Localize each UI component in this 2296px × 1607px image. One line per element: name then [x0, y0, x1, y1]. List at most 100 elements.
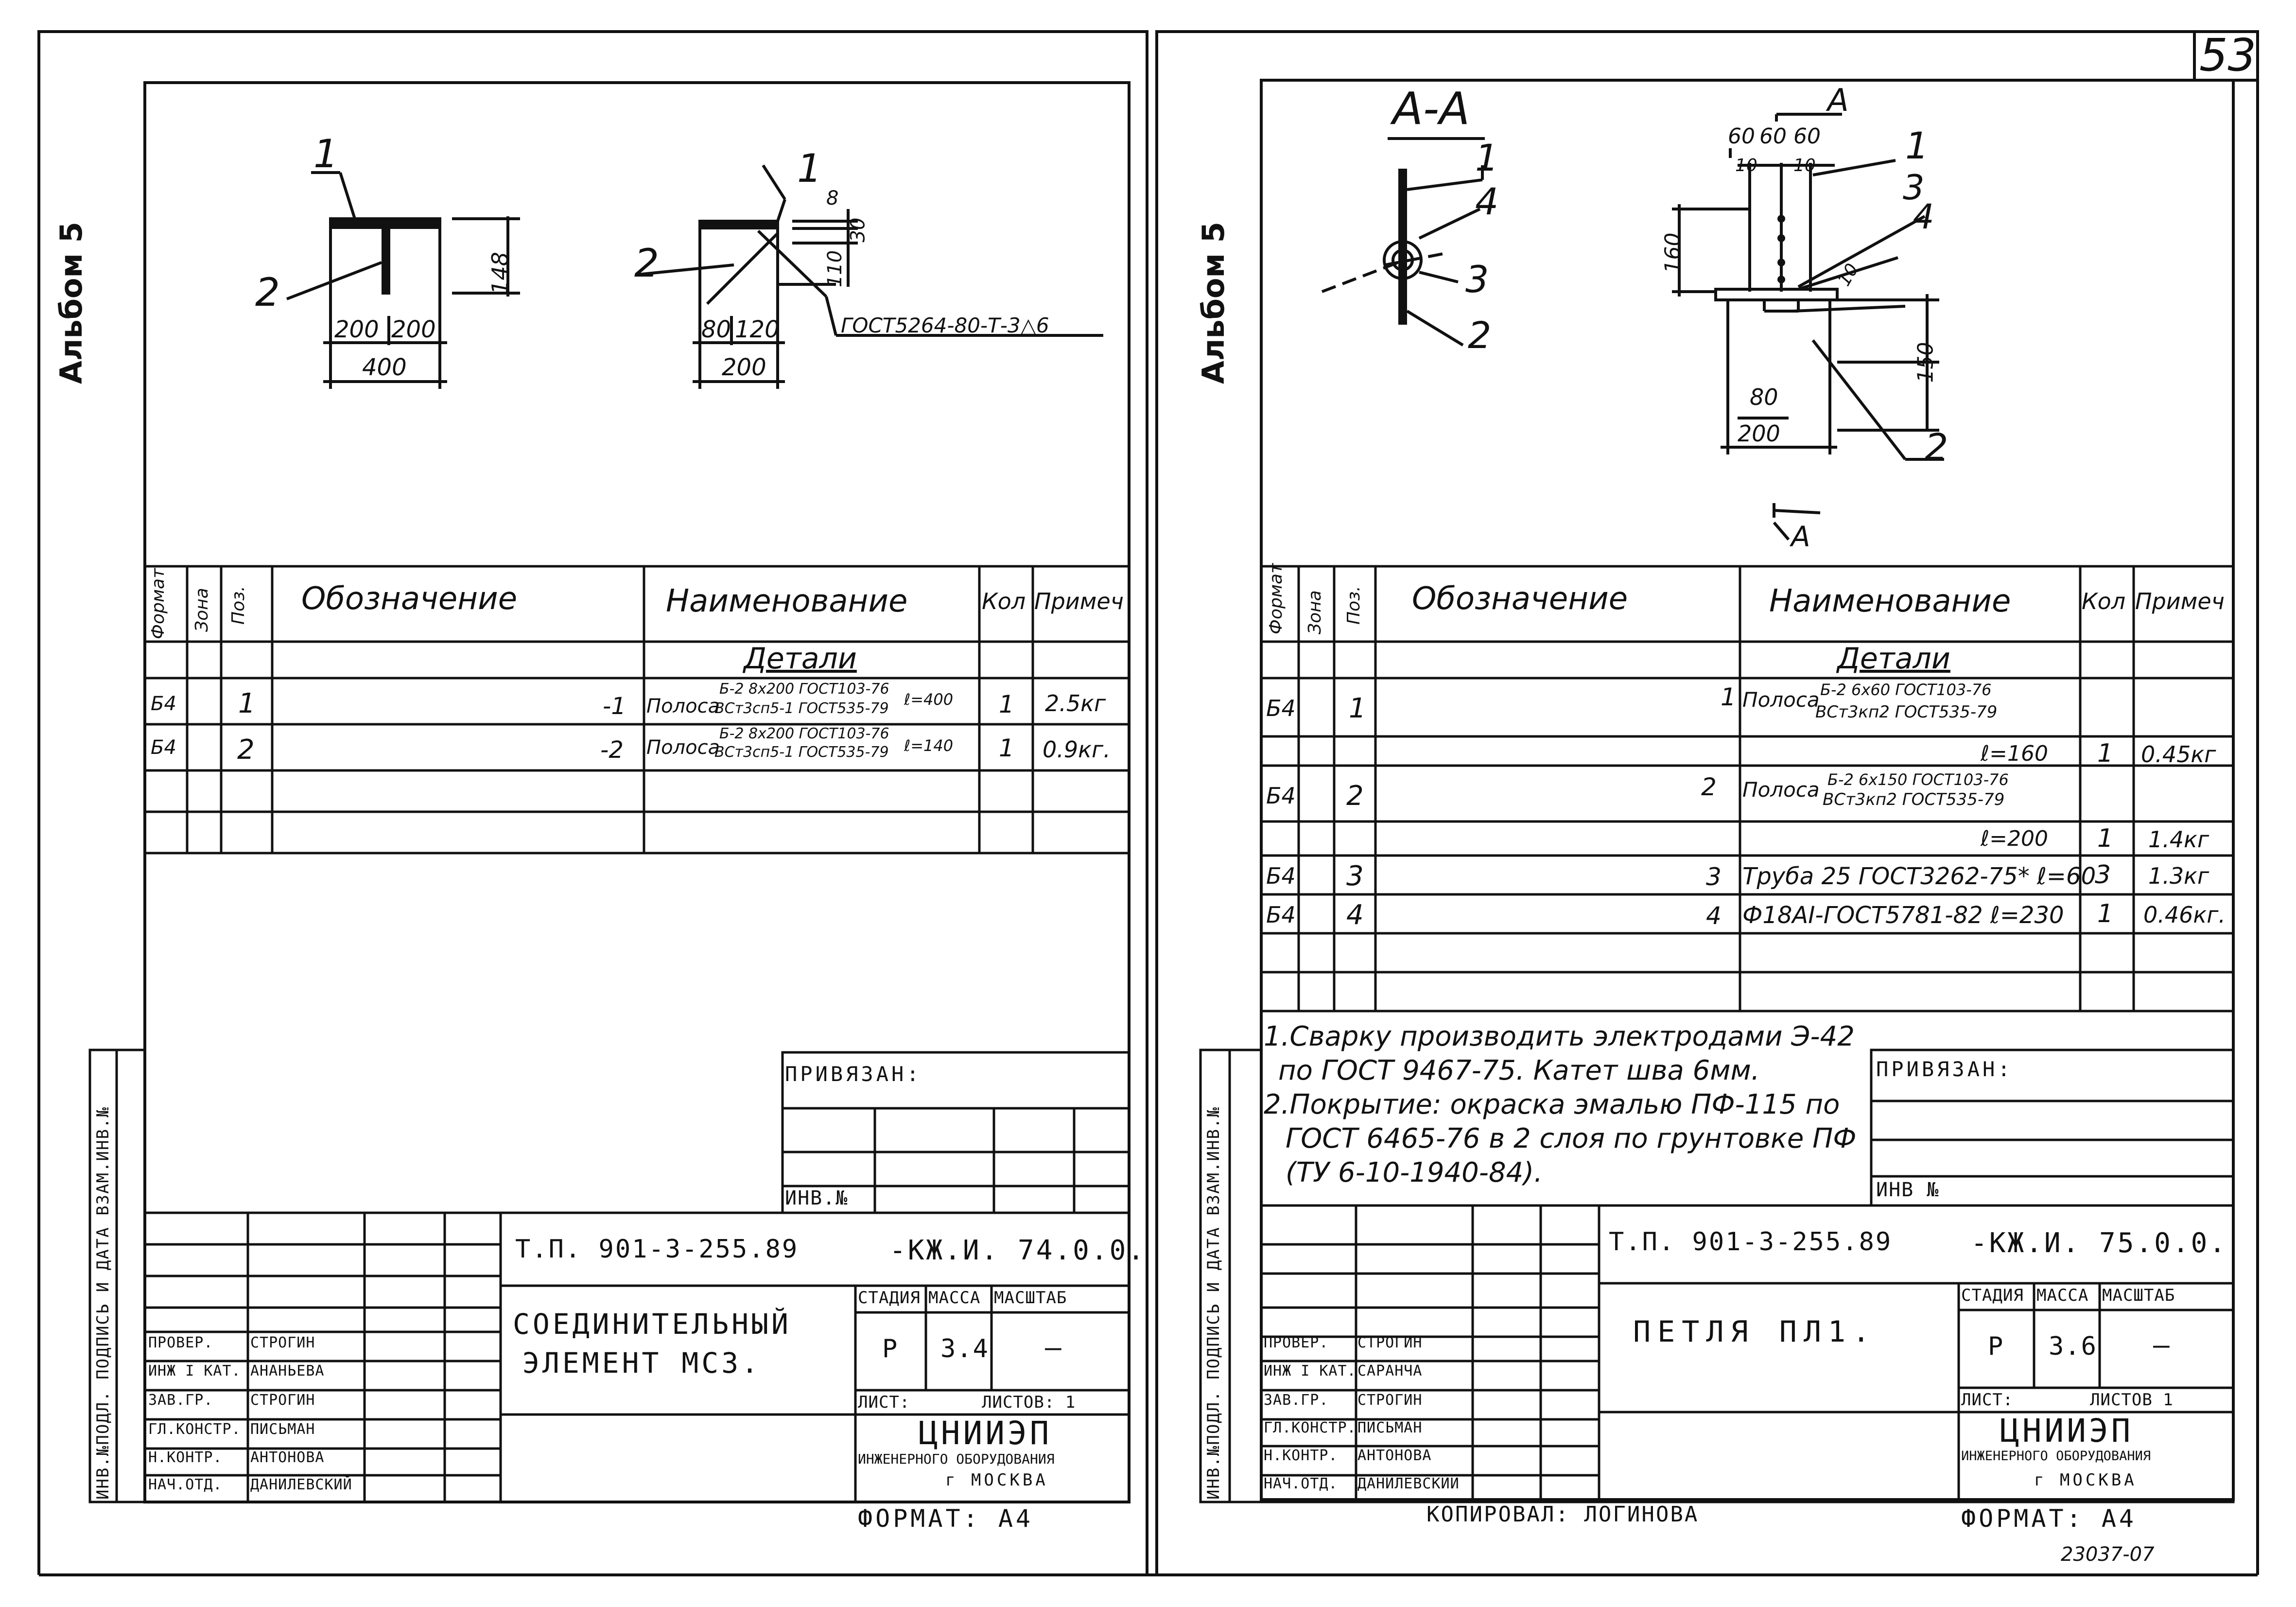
- right-name-4: ПИСЬМАН: [1357, 1419, 1423, 1436]
- left-role-1: ПРОВЕР.: [148, 1334, 213, 1351]
- left-dim-200c: 200: [722, 354, 766, 381]
- left-org: ЦНИИЭП: [919, 1415, 1052, 1452]
- right-name-2: САРАНЧА: [1357, 1362, 1423, 1380]
- left-dim-8: 8: [826, 187, 839, 210]
- left-side-view: [636, 164, 1103, 389]
- left-album-label: Альбом 5: [53, 222, 89, 384]
- left-row1-pos: 1: [238, 688, 256, 719]
- left-spec-section: Детали: [744, 642, 857, 676]
- right-doc-code: Т.П. 901-3-255.89: [1609, 1227, 1893, 1257]
- left-weld-note: ГОСТ5264-80-Т-3△6: [841, 314, 1049, 337]
- right-row1-format: Б4: [1266, 695, 1296, 721]
- left-row2-spec-top: Б-2 8х200 ГОСТ103-76: [719, 725, 889, 742]
- left-row1-spec-top: Б-2 8х200 ГОСТ103-76: [719, 681, 889, 698]
- right-row1-qty: 1: [2097, 739, 2114, 768]
- left-dim-148: 148: [487, 252, 513, 295]
- left-city: г МОСКВА: [945, 1470, 1048, 1490]
- left-name-6: ДАНИЛЕВСКИЙ: [250, 1476, 352, 1493]
- left-row1-format: Б4: [151, 693, 176, 715]
- right-el-p4: 4: [1913, 197, 1934, 237]
- left-name-1: СТРОГИН: [250, 1334, 315, 1351]
- left-row2-len: ℓ=140: [904, 736, 954, 755]
- right-section-aa: [1321, 137, 1485, 347]
- left-mass-label: МАССА: [928, 1288, 981, 1308]
- left-stage: Р: [882, 1334, 901, 1363]
- left-title-line1: СОЕДИНИТЕЛЬНЫЙ: [513, 1308, 791, 1341]
- left-dim-30: 30: [847, 217, 870, 243]
- left-title-line2: ЭЛЕМЕНТ МС3.: [522, 1346, 762, 1380]
- right-dim-60a: 60: [1728, 124, 1755, 149]
- right-row2-note: 1.4кг: [2148, 826, 2209, 853]
- left-privyazan: ПРИВЯЗАН:: [785, 1062, 922, 1086]
- right-row2-qty: 1: [2097, 824, 2114, 853]
- left-name-5: АНТОНОВА: [250, 1449, 325, 1466]
- left-row2-pos: 2: [237, 734, 255, 766]
- right-row2-pos: 2: [1346, 780, 1364, 812]
- right-row1-designation: 1: [1721, 683, 1736, 711]
- left-format: ФОРМАТ: А4: [858, 1504, 1034, 1533]
- right-sec-p3: 3: [1465, 258, 1489, 301]
- right-section-label: А-А: [1392, 83, 1470, 135]
- right-role-2: ИНЖ I КАТ.: [1264, 1362, 1357, 1380]
- right-copied: КОПИРОВАЛ: ЛОГИНОВА: [1426, 1502, 1699, 1527]
- right-cut-bottom: А: [1791, 520, 1810, 553]
- left-role-5: Н.КОНТР.: [148, 1449, 223, 1466]
- note-line-5: (ТУ 6-10-1940-84).: [1286, 1157, 1543, 1188]
- left-dim-200a: 200: [334, 316, 379, 343]
- right-row3-qty: 3: [2095, 860, 2111, 890]
- right-row2-len: ℓ=200: [1981, 826, 2049, 851]
- left-dim-110: 110: [824, 250, 847, 288]
- left-part1-callout: 1: [313, 131, 338, 176]
- left-hdr-pos: Поз.: [228, 586, 248, 625]
- left-side-part1: 1: [797, 146, 822, 191]
- right-row4-name: Ф18АI-ГОСТ5781-82 ℓ=230: [1742, 902, 2064, 929]
- left-hdr-zone: Зона: [192, 588, 212, 632]
- right-org-sub: ИНЖЕНЕРНОГО ОБОРУДОВАНИЯ: [1961, 1449, 2151, 1464]
- right-el-p1: 1: [1905, 124, 1929, 167]
- left-dim-120: 120: [735, 316, 780, 343]
- left-part2-callout: 2: [255, 270, 280, 315]
- left-role-6: НАЧ.ОТД.: [148, 1476, 223, 1493]
- right-dim-200: 200: [1738, 420, 1780, 447]
- left-hdr-qty: Кол: [982, 588, 1026, 614]
- right-city: г МОСКВА: [2034, 1470, 2137, 1490]
- right-row1-note: 0.45кг: [2141, 741, 2216, 768]
- left-row2-qty: 1: [999, 734, 1014, 762]
- right-row3-format: Б4: [1266, 863, 1296, 889]
- right-row4-format: Б4: [1266, 902, 1296, 928]
- right-row3-designation: 3: [1706, 863, 1722, 891]
- note-line-2: по ГОСТ 9467-75. Катет шва 6мм.: [1278, 1055, 1760, 1086]
- right-hdr-zone: Зона: [1305, 590, 1325, 634]
- right-dim-10a: 10: [1735, 156, 1757, 175]
- left-row1-name: Полоса: [646, 695, 720, 717]
- right-row3-pos: 3: [1346, 860, 1364, 892]
- left-sheets-label: ЛИСТОВ: 1: [982, 1393, 1076, 1412]
- left-org-sub: ИНЖЕНЕРНОГО ОБОРУДОВАНИЯ: [858, 1451, 1055, 1467]
- left-sheet-label: ЛИСТ:: [858, 1393, 910, 1412]
- note-line-1: 1.Сварку производить электродами Э-42: [1264, 1021, 1855, 1052]
- right-scale: —: [2153, 1329, 2173, 1361]
- left-row1-note: 2.5кг: [1045, 690, 1106, 716]
- scan-code: 23037-07: [2061, 1543, 2155, 1566]
- right-el-p2: 2: [1925, 425, 1948, 469]
- left-row1-designation: -1: [603, 693, 626, 720]
- right-dim-10b: 10: [1793, 156, 1816, 175]
- right-role-4: ГЛ.КОНСТР.: [1264, 1419, 1357, 1436]
- note-line-4: ГОСТ 6465-76 в 2 слоя по грунтовке ПФ: [1286, 1123, 1857, 1154]
- left-role-2: ИНЖ I КАТ.: [148, 1362, 241, 1380]
- right-dim-60c: 60: [1793, 124, 1821, 149]
- right-row4-note: 0.46кг.: [2143, 902, 2226, 928]
- left-row2-name: Полоса: [646, 736, 720, 759]
- right-row1-name: Полоса: [1742, 688, 1820, 712]
- right-role-3: ЗАВ.ГР.: [1264, 1392, 1329, 1409]
- left-row1-len: ℓ=400: [904, 690, 954, 709]
- right-row2-designation: 2: [1701, 773, 1717, 801]
- left-hdr-name: Наименование: [666, 583, 908, 619]
- right-name-5: АНТОНОВА: [1357, 1447, 1432, 1464]
- right-dim-60b: 60: [1759, 124, 1787, 149]
- left-dim-80: 80: [701, 316, 731, 343]
- right-name-1: СТРОГИН: [1357, 1334, 1423, 1351]
- right-mass-label: МАССА: [2036, 1286, 2089, 1305]
- right-row3-name: Труба 25 ГОСТ3262-75* ℓ=60: [1742, 863, 2096, 890]
